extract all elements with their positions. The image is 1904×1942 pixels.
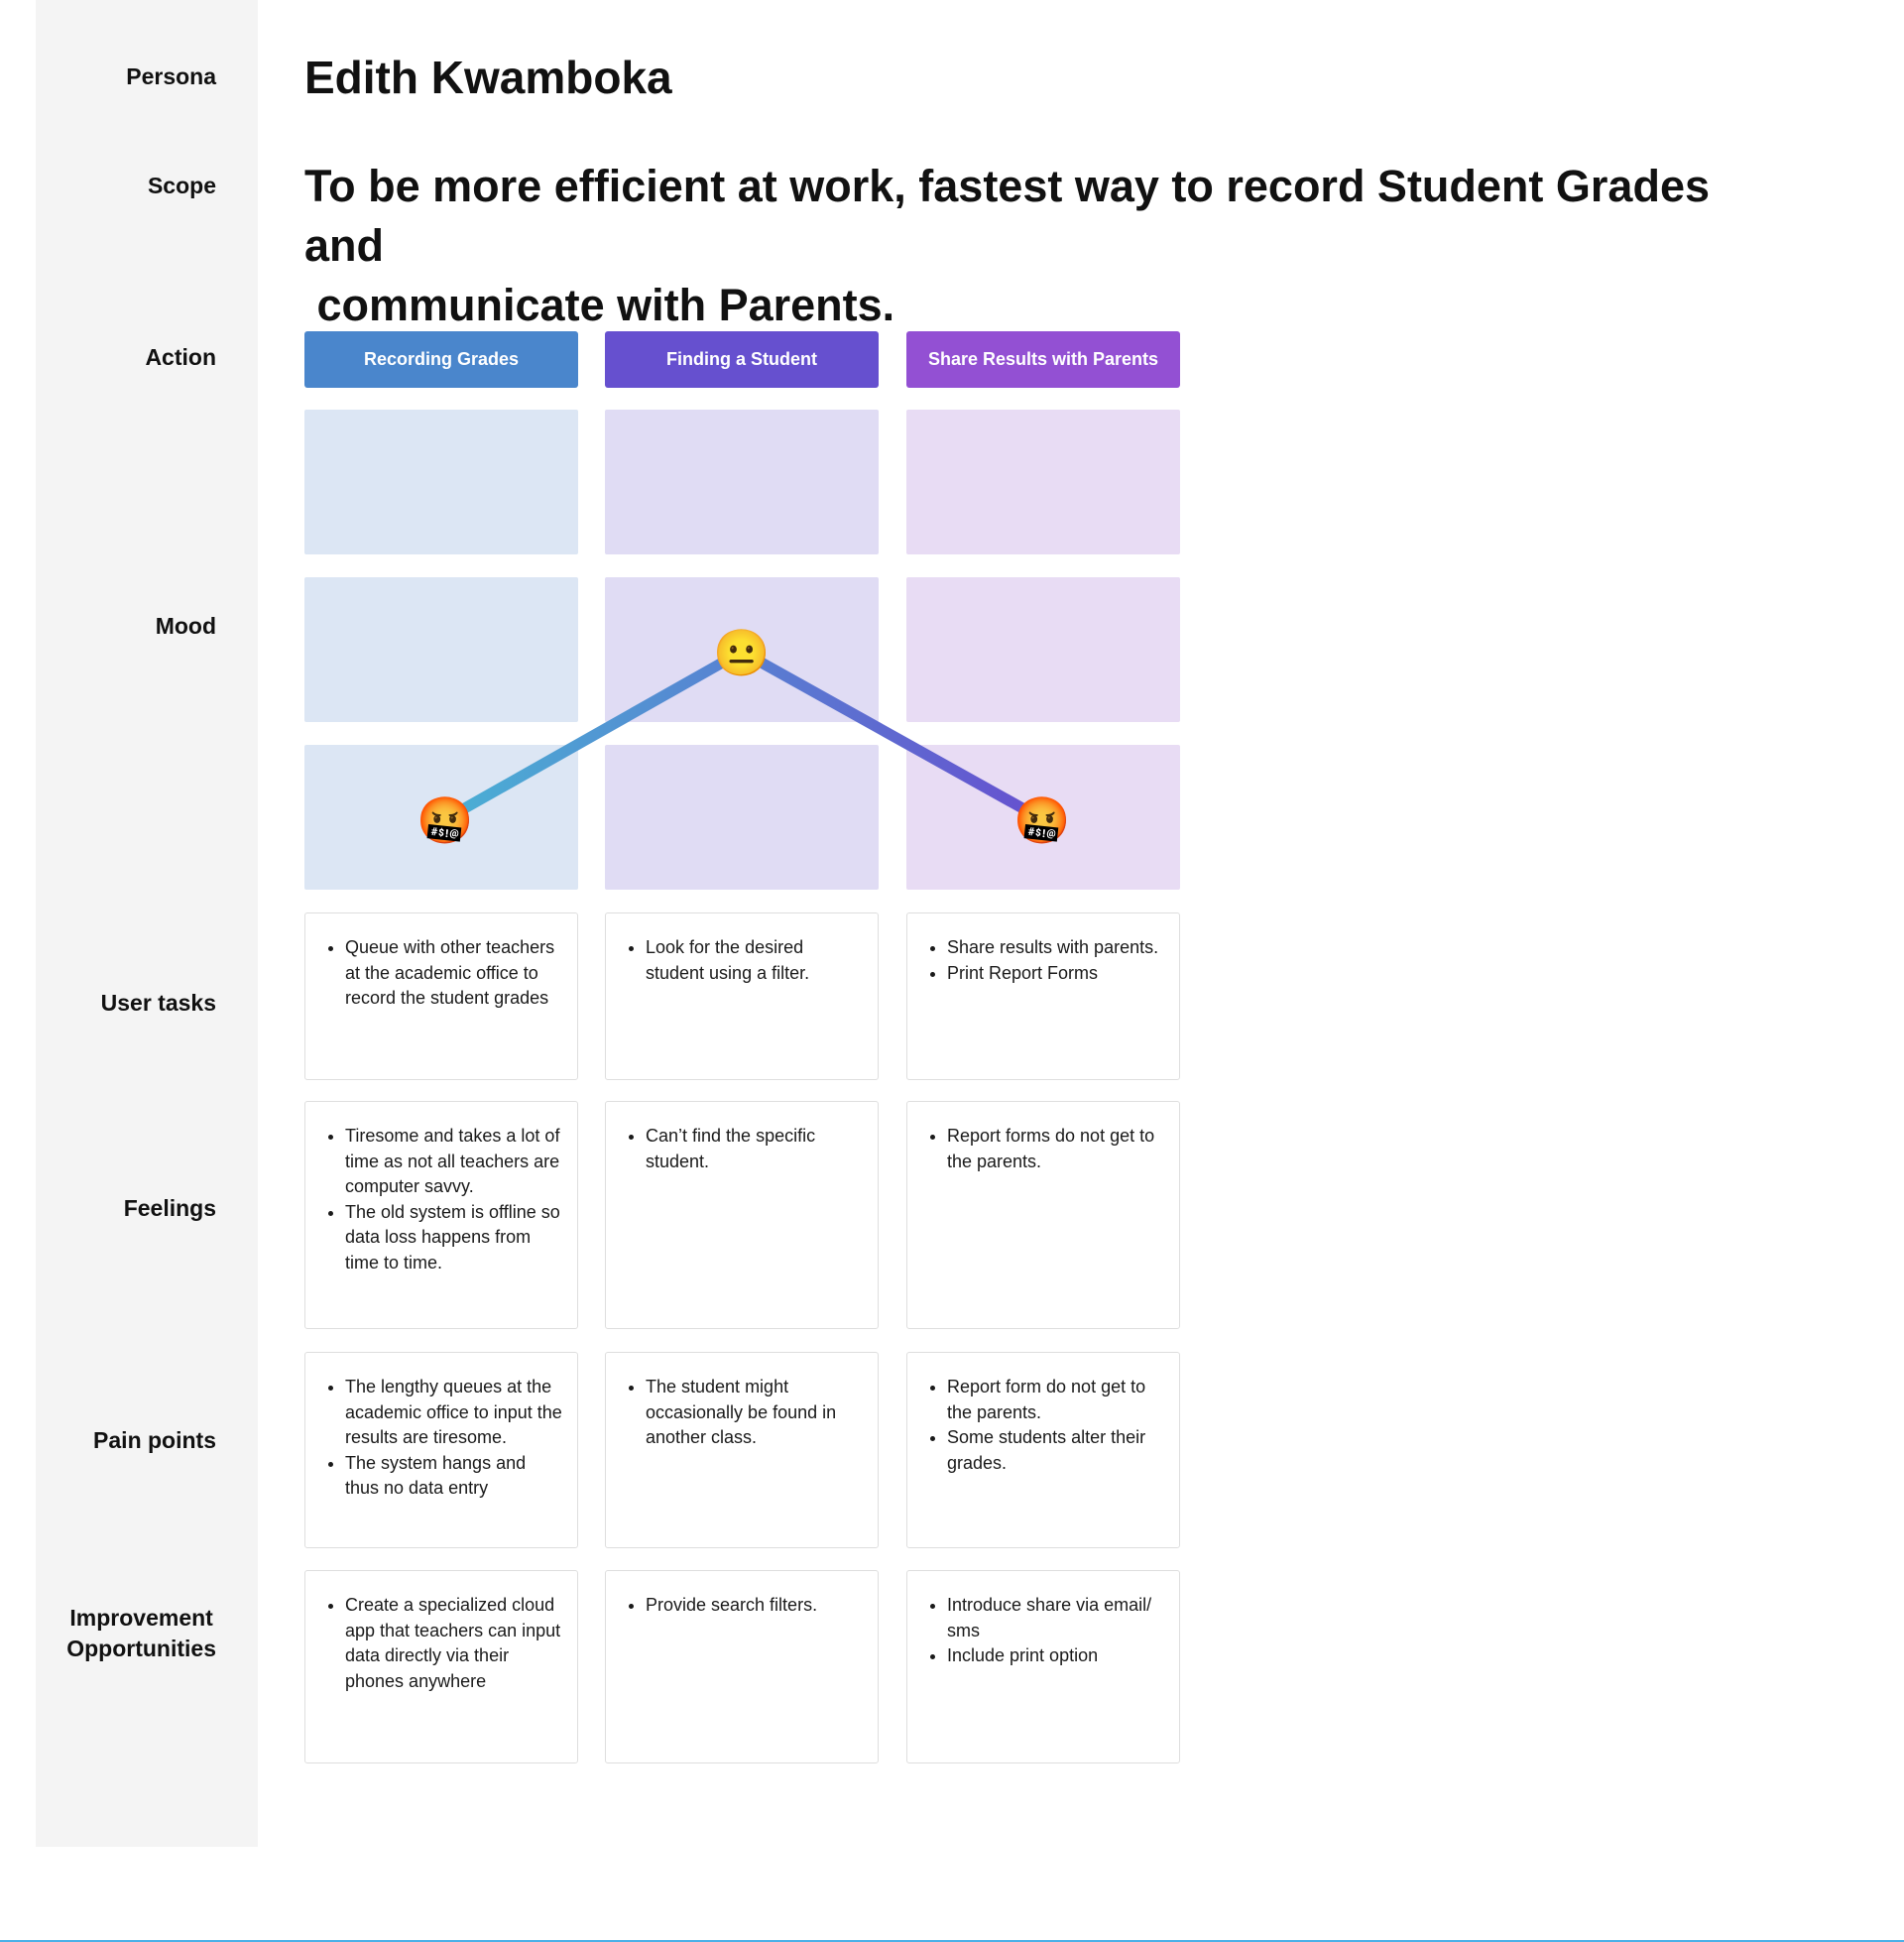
bullet-item: The lengthy queues at the academic offic… <box>345 1375 563 1451</box>
user-tasks-card-1: Queue with other teachers at the academi… <box>304 912 578 1080</box>
bullet-item: Introduce share via email/ sms <box>947 1593 1165 1643</box>
feelings-card-3: Report forms do not get to the parents. <box>906 1101 1180 1329</box>
neutral-face-icon: 😐 <box>713 627 770 678</box>
bullet-list: Queue with other teachers at the academi… <box>305 913 577 1012</box>
bullet-item: Provide search filters. <box>646 1593 864 1619</box>
bullet-item: Tiresome and takes a lot of time as not … <box>345 1124 563 1200</box>
bottom-border <box>0 1940 1904 1942</box>
angry-face-icon: 🤬 <box>1013 794 1070 846</box>
bullet-item: The old system is offline so data loss h… <box>345 1200 563 1276</box>
angry-face-icon: 🤬 <box>416 794 473 846</box>
bullet-item: Share results with parents. <box>947 935 1165 961</box>
bullet-list: Report forms do not get to the parents. <box>907 1102 1179 1174</box>
bullet-list: Report form do not get to the parents.So… <box>907 1353 1179 1476</box>
mood-line <box>439 646 1048 825</box>
bullet-list: Provide search filters. <box>606 1571 878 1619</box>
label-persona: Persona <box>126 63 216 89</box>
bullet-item: Report forms do not get to the parents. <box>947 1124 1165 1174</box>
label-action: Action <box>145 344 216 370</box>
user-tasks-card-3: Share results with parents.Print Report … <box>906 912 1180 1080</box>
bullet-item: Print Report Forms <box>947 961 1165 987</box>
bullet-item: Report form do not get to the parents. <box>947 1375 1165 1425</box>
bullet-item: Some students alter their grades. <box>947 1425 1165 1476</box>
mood-cell-col2-high <box>605 410 879 554</box>
bullet-list: Introduce share via email/ smsInclude pr… <box>907 1571 1179 1669</box>
bullet-list: Share results with parents.Print Report … <box>907 913 1179 986</box>
improvement-card-1: Create a specialized cloud app that teac… <box>304 1570 578 1763</box>
bullet-list: Can’t find the specific student. <box>606 1102 878 1174</box>
bullet-list: The lengthy queues at the academic offic… <box>305 1353 577 1502</box>
mood-cell-col3-middle <box>906 577 1180 722</box>
bullet-item: Include print option <box>947 1643 1165 1669</box>
bullet-item: Can’t find the specific student. <box>646 1124 864 1174</box>
user-tasks-card-2: Look for the desired student using a fil… <box>605 912 879 1080</box>
feelings-card-2: Can’t find the specific student. <box>605 1101 879 1329</box>
pain-points-card-1: The lengthy queues at the academic offic… <box>304 1352 578 1548</box>
bullet-list: Look for the desired student using a fil… <box>606 913 878 986</box>
label-feelings: Feelings <box>123 1195 216 1221</box>
bullet-item: Queue with other teachers at the academi… <box>345 935 563 1012</box>
mood-cell-col1-middle <box>304 577 578 722</box>
label-pain-points: Pain points <box>93 1427 216 1453</box>
bullet-list: Tiresome and takes a lot of time as not … <box>305 1102 577 1275</box>
mood-cell-col2-low <box>605 745 879 890</box>
label-user-tasks: User tasks <box>100 990 216 1016</box>
persona-name: Edith Kwamboka <box>304 52 672 103</box>
improvement-card-3: Introduce share via email/ smsInclude pr… <box>906 1570 1180 1763</box>
pain-points-card-2: The student might occasionally be found … <box>605 1352 879 1548</box>
action-recording-grades[interactable]: Recording Grades <box>304 331 578 388</box>
mood-cell-col1-high <box>304 410 578 554</box>
feelings-card-1: Tiresome and takes a lot of time as not … <box>304 1101 578 1329</box>
label-mood: Mood <box>155 613 216 639</box>
mood-cell-col3-high <box>906 410 1180 554</box>
bullet-item: Create a specialized cloud app that teac… <box>345 1593 563 1694</box>
bullet-item: Look for the desired student using a fil… <box>646 935 864 986</box>
action-finding-a-student[interactable]: Finding a Student <box>605 331 879 388</box>
improvement-card-2: Provide search filters. <box>605 1570 879 1763</box>
label-improvement-opportunities: Improvement Opportunities <box>66 1605 216 1661</box>
pain-points-card-3: Report form do not get to the parents.So… <box>906 1352 1180 1548</box>
bullet-list: Create a specialized cloud app that teac… <box>305 1571 577 1694</box>
bullet-item: The system hangs and thus no data entry <box>345 1451 563 1502</box>
label-scope: Scope <box>147 173 216 198</box>
bullet-item: The student might occasionally be found … <box>646 1375 864 1451</box>
bullet-list: The student might occasionally be found … <box>606 1353 878 1451</box>
scope-statement: To be more efficient at work, fastest wa… <box>304 161 1710 330</box>
row-labels-column <box>36 0 258 1847</box>
action-share-results[interactable]: Share Results with Parents <box>906 331 1180 388</box>
